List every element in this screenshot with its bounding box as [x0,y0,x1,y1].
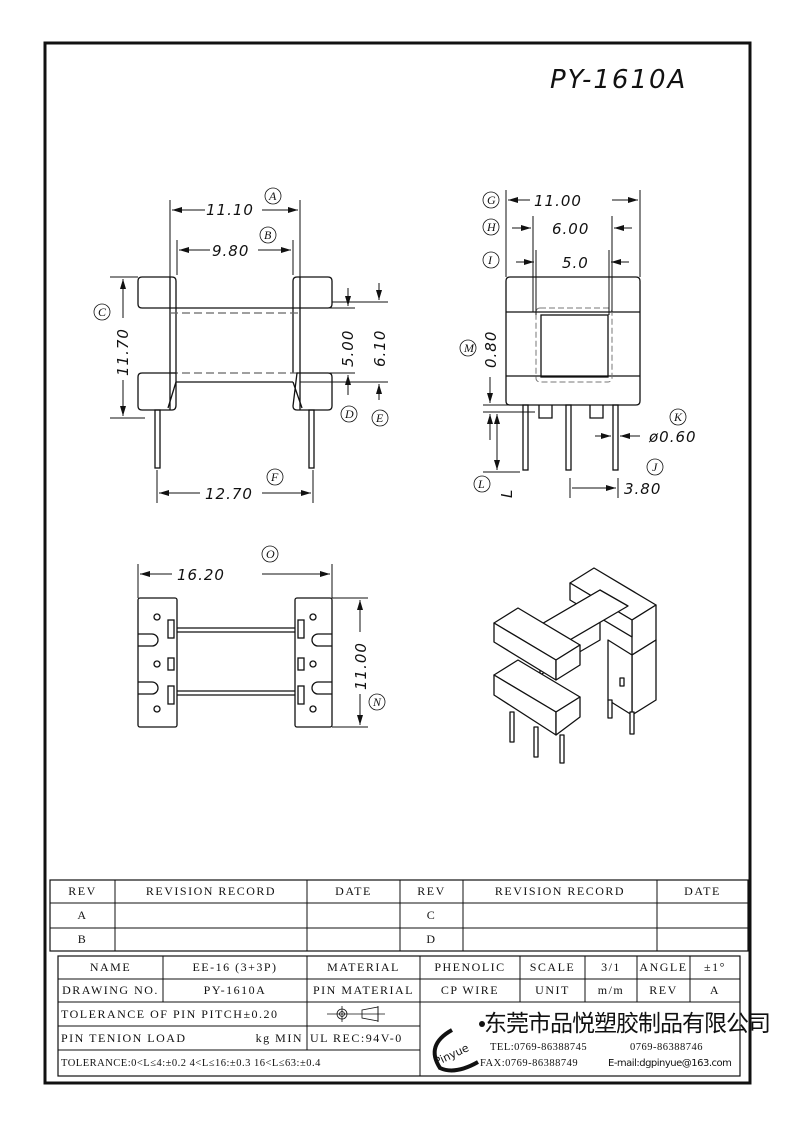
dim-o-tag: O [266,547,275,561]
dim-b-tag: B [264,228,272,242]
dim-f-value: 12.70 [205,485,253,503]
dim-h-tag: H [486,220,497,234]
revision-record-header-1: REVISION RECORD [145,884,277,898]
pin-material-label: PIN MATERIAL [313,983,414,997]
dim-e-tag: E [375,411,384,425]
scale-label: SCALE [529,960,576,974]
company-fax: FAX:0769-86388749 [480,1058,579,1069]
ul-rec: UL REC:94V-0 [310,1030,403,1045]
company-name: 东莞市品悦塑胶制品有限公司 [484,1011,771,1037]
projection-symbol-icon [327,1006,385,1022]
dim-f-tag: F [270,470,279,484]
rev-value: A [709,983,721,997]
dim-m-value: 0.80 [482,331,500,368]
rev-header-1: REV [68,884,97,898]
drawing-no-label: DRAWING NO. [62,983,159,997]
rev-header-2: REV [417,884,446,898]
dim-c-tag: C [98,305,107,319]
unit-value: m/m [597,983,625,997]
rev-b: B [77,932,88,946]
dim-g-tag: G [487,193,496,207]
pin-load-label: PIN TENION LOAD [61,1030,187,1045]
drawing-title: PY-1610A [550,65,687,95]
angle-value: ±1° [704,960,726,974]
dim-l-tag: L [477,477,485,491]
dim-i-value: 5.0 [562,254,589,272]
company-tel: TEL:0769-86388745 [490,1041,588,1053]
dim-n-value: 11.00 [352,642,370,690]
sheet-border [43,41,752,1085]
dim-i-tag: I [487,253,493,267]
material-label: MATERIAL [327,960,400,974]
rev-c: C [426,908,437,922]
angle-label: ANGLE [639,960,688,974]
dim-l-value: L [498,489,516,498]
revision-record-header-2: REVISION RECORD [494,884,626,898]
company-email: E-mail:dgpinyue@163.com [608,1058,732,1069]
title-block-grid [49,879,749,1077]
pinyue-logo: Pinyue [432,1021,485,1073]
general-tolerance: TOLERANCE:0<L≤4:±0.2 4<L≤16:±0.3 16<L≤63… [61,1057,321,1069]
isometric-view [493,567,657,764]
drawing-no-value: PY-1610A [203,983,267,997]
front-view [93,187,389,503]
dim-j-tag: J [652,460,658,474]
material-value: PHENOLIC [434,960,506,974]
dim-n-tag: N [372,695,382,709]
company-tel-2: 0769-86388746 [630,1041,703,1053]
dim-c-value: 11.70 [114,328,132,376]
unit-label: UNIT [535,983,570,997]
dim-d-value: 5.00 [339,330,357,367]
date-header-2: DATE [684,884,721,898]
side-view [459,190,687,498]
name-value: EE-16 (3+3P) [192,960,278,974]
dim-e-value: 6.10 [371,330,389,367]
dim-a-value: 11.10 [206,201,254,219]
dim-h-value: 6.00 [552,220,589,238]
dim-g-value: 11.00 [534,192,582,210]
pin-load-unit: kg MIN [255,1030,303,1045]
rev-d: D [426,932,437,946]
dim-d-tag: D [344,407,354,421]
dim-b-value: 9.80 [212,242,249,260]
dim-k-value: ø0.60 [648,428,697,446]
dim-j-value: 3.80 [624,480,661,498]
pin-pitch-tolerance: TOLERANCE OF PIN PITCH±0.20 [61,1006,279,1021]
dim-a-tag: A [268,189,277,203]
scale-value: 3/1 [601,960,621,974]
dim-k-tag: K [673,410,683,424]
rev-a: A [77,908,88,922]
rev-label: REV [649,983,678,997]
date-header-1: DATE [335,884,372,898]
bottom-view [137,545,386,728]
dim-o-value: 16.20 [177,566,225,584]
dim-m-tag: M [463,341,475,355]
pin-material-value: CP WIRE [440,983,500,997]
name-label: NAME [89,960,132,974]
